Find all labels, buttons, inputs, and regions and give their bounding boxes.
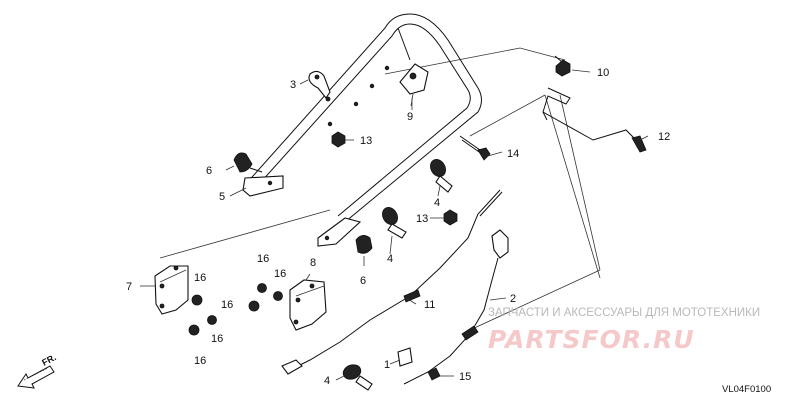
part-7-bracket	[154, 265, 189, 315]
callout-13-upper: 13	[360, 135, 372, 147]
watermark-logo: PARTSFOR.RU	[488, 325, 695, 354]
part-12-control-rod	[542, 87, 647, 153]
callout-10: 10	[597, 67, 609, 79]
callout-4-top: 4	[434, 197, 440, 209]
leader-lines	[140, 69, 649, 381]
callout-16-a: 16	[194, 272, 206, 284]
part-4-cable-clamp-top	[430, 159, 453, 193]
callout-8: 8	[310, 257, 316, 269]
callout-5: 5	[219, 191, 225, 203]
callout-2: 2	[510, 293, 516, 305]
callouts: 1 2 3 4 4 4 5 6 6 7 8 9 10 11 12 13 13 1…	[126, 67, 670, 387]
part-6-knob-left	[233, 152, 263, 173]
callout-15: 15	[459, 371, 471, 383]
front-direction-label: FR.	[40, 352, 57, 368]
callout-9: 9	[407, 111, 413, 123]
part-4-cable-clamp-mid	[382, 207, 407, 239]
part-16-nut-b	[207, 315, 217, 325]
handle-pipe	[242, 13, 482, 247]
part-16-nut-a	[191, 294, 203, 306]
part-4-cable-clamp-bottom	[342, 364, 373, 391]
part-10-bolt	[554, 55, 571, 77]
part-13-nut-lower	[443, 209, 458, 226]
part-3-clip	[308, 70, 331, 102]
part-8-bracket	[289, 279, 327, 331]
callout-16-e: 16	[274, 268, 286, 280]
part-16-nut-d	[257, 283, 267, 293]
callout-4-mid: 4	[387, 253, 393, 265]
callout-6-left: 6	[206, 165, 212, 177]
front-direction-indicator: FR.	[17, 352, 58, 389]
part-1-clip	[397, 347, 413, 367]
callout-16-c: 16	[194, 355, 206, 367]
callout-16-d: 16	[257, 253, 269, 265]
part-6-knob-right	[355, 235, 373, 254]
callout-4-bottom: 4	[324, 375, 330, 387]
part-16-nut-e	[273, 291, 283, 301]
callout-3: 3	[290, 79, 296, 91]
part-9-cable-guide	[399, 63, 429, 107]
callout-16-f: 16	[221, 299, 233, 311]
part-16-nut-f	[248, 300, 260, 312]
callout-6-right: 6	[360, 275, 366, 287]
callout-13-lower: 13	[416, 213, 428, 225]
part-14-bolt	[459, 135, 491, 161]
watermark: ЗАПЧАСТИ И АКСЕССУАРЫ ДЛЯ МОТОТЕХНИКИ PA…	[488, 307, 760, 354]
callout-14: 14	[507, 148, 519, 160]
watermark-tagline: ЗАПЧАСТИ И АКСЕССУАРЫ ДЛЯ МОТОТЕХНИКИ	[488, 307, 760, 319]
callout-1: 1	[384, 359, 390, 371]
callout-11: 11	[424, 299, 435, 311]
part-15-bolt	[427, 367, 441, 381]
part-16-nut-c	[188, 324, 200, 336]
diagram-code: VL04F0100	[722, 384, 771, 395]
callout-16-b: 16	[211, 333, 223, 345]
callout-12: 12	[658, 131, 670, 143]
section-outline	[159, 47, 601, 331]
part-13-nut-upper	[331, 131, 346, 148]
callout-7: 7	[126, 281, 132, 293]
